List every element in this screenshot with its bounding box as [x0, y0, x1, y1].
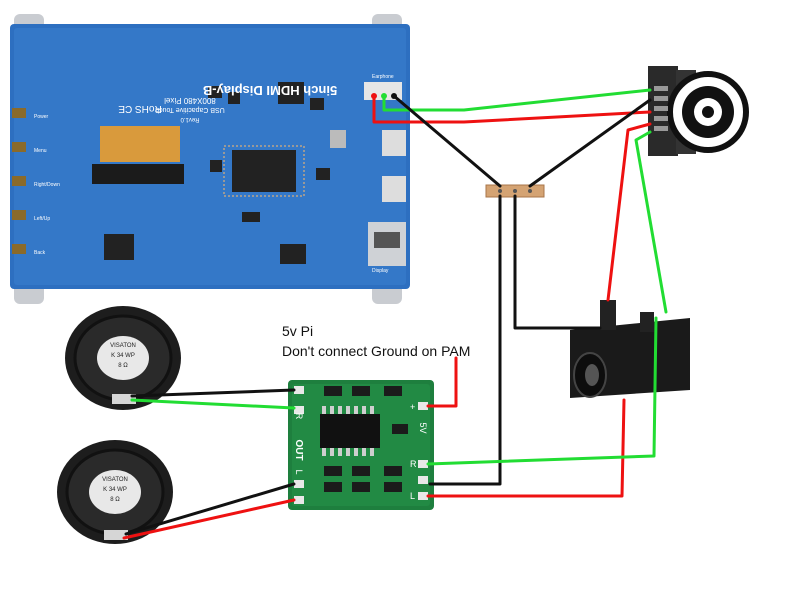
- display-touch: USB Capacitive Touch: [155, 106, 225, 113]
- amp-in-l-label: L: [410, 491, 415, 501]
- btn-label-1: Menu: [34, 148, 47, 154]
- btn-label-3: Left/Up: [34, 216, 50, 222]
- hdmi-display-board: 5inch HDMI Display-B 800X480 Pixel USB C…: [10, 14, 410, 304]
- audio-jack-3-5mm: [570, 300, 690, 398]
- pam-amplifier-board: OUT R L 5V + R L: [288, 380, 434, 510]
- wire-black-splice-to-jack: [513, 194, 602, 330]
- wire-red-amp-to-speaker-bottom: [122, 498, 296, 540]
- amp-in-r-label: R: [410, 459, 417, 469]
- button-labels: Power Menu Right/Down Left/Up Back: [34, 114, 60, 256]
- wire-green-display-to-rca: [382, 88, 652, 112]
- power-note-line2: Don't connect Ground on PAM: [282, 343, 471, 359]
- side-buttons: [12, 108, 26, 254]
- speaker-bottom: VISATON K 34 WP 8 Ω: [57, 440, 173, 544]
- wire-green-jack-to-amp: [426, 316, 658, 466]
- power-note-line1: 5v Pi: [282, 323, 314, 339]
- wire-green-rca-to-jack: [634, 130, 668, 314]
- wire-green-amp-to-speaker-top: [130, 398, 296, 410]
- wire-black-amp-to-speaker-bottom: [124, 482, 296, 536]
- main-chip: [232, 150, 296, 192]
- speaker-top: VISATON K 34 WP 8 Ω: [65, 306, 181, 410]
- wire-black-rca-to-splice: [528, 98, 652, 188]
- btn-label-0: Power: [34, 114, 49, 120]
- amp-plus-label: +: [410, 402, 415, 412]
- btn-label-2: Right/Down: [34, 182, 60, 188]
- earphone-label: Earphone: [372, 74, 394, 80]
- speaker-top-impedance: 8 Ω: [118, 363, 128, 369]
- wire-black-splice-to-amp: [428, 194, 502, 486]
- fpc-ribbon: [100, 126, 180, 162]
- wire-red-amp-power: [426, 356, 458, 408]
- amp-chip: [320, 414, 380, 448]
- hdmi-label: Display: [372, 268, 389, 274]
- display-rev: Rev1.0: [180, 116, 200, 122]
- speaker-bottom-model: K 34 WP: [103, 487, 127, 493]
- wire-red-display-to-rca: [372, 94, 652, 124]
- wire-black-amp-to-speaker-top: [130, 388, 296, 398]
- wires: [122, 88, 668, 540]
- usb-touch-port: [382, 130, 406, 156]
- rca-av-socket: [648, 66, 749, 156]
- power-note: 5v Pi Don't connect Ground on PAM: [282, 321, 470, 361]
- wire-black-display-to-splice: [392, 94, 502, 188]
- amp-out-r-label: R: [294, 413, 304, 420]
- btn-label-4: Back: [34, 250, 46, 256]
- speaker-bottom-impedance: 8 Ω: [110, 497, 120, 503]
- usb-power-port: [382, 176, 406, 202]
- wire-red-rca-to-jack: [606, 122, 652, 302]
- wire-red-jack-to-amp: [426, 398, 626, 498]
- display-title: 5inch HDMI Display-B: [203, 83, 337, 98]
- amp-out-l-label: L: [294, 469, 304, 474]
- amp-5v-label: 5V: [418, 422, 428, 433]
- display-resolution: 800X480 Pixel: [164, 96, 216, 105]
- amp-out-label: OUT: [293, 439, 304, 460]
- speaker-bottom-brand: VISATON: [102, 477, 128, 483]
- speaker-top-model: K 34 WP: [111, 353, 135, 359]
- speaker-top-brand: VISATON: [110, 343, 136, 349]
- display-compliance: RoHS CE: [118, 103, 162, 114]
